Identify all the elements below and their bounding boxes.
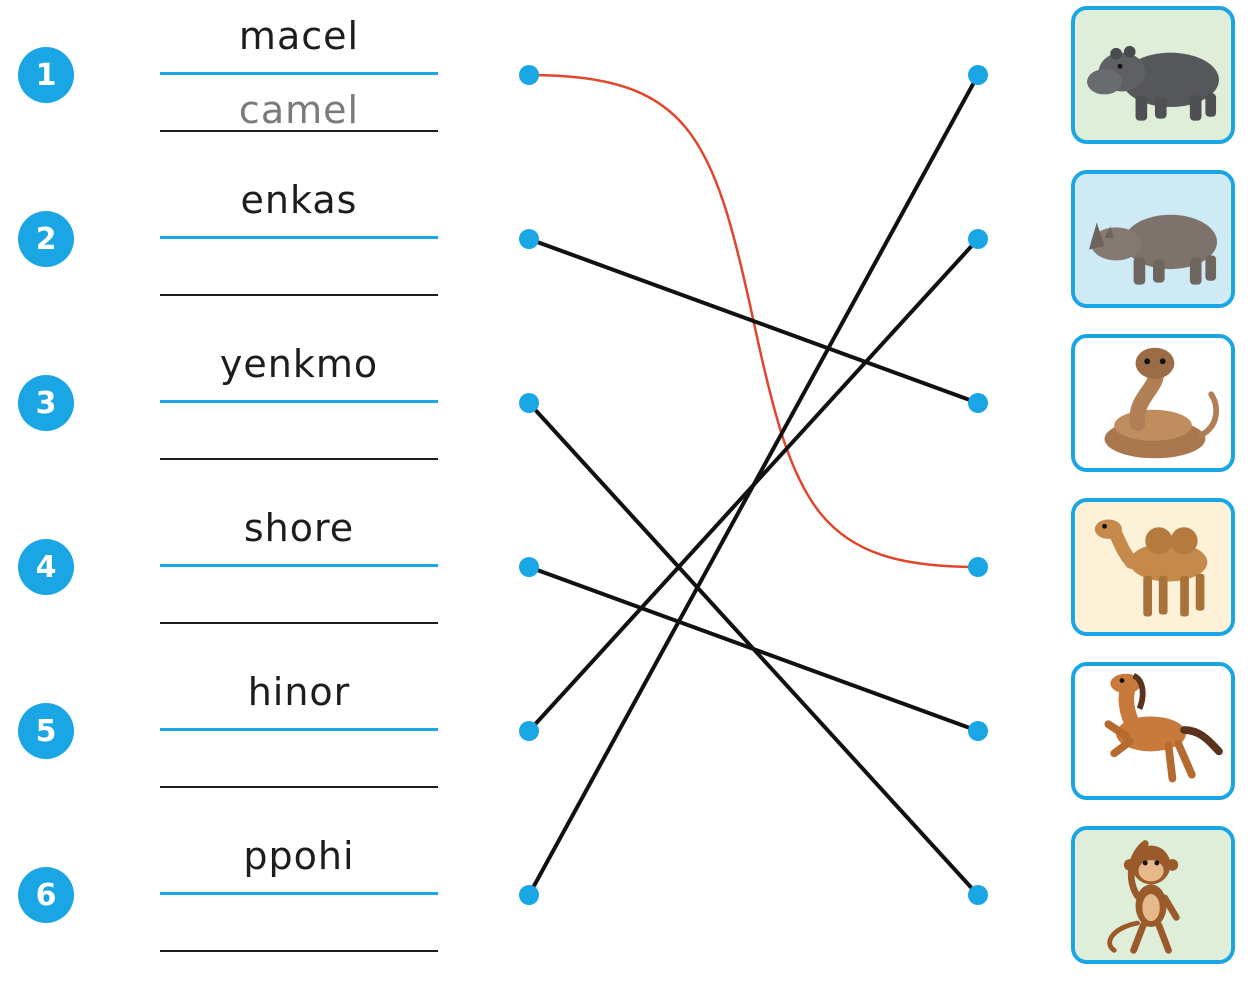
right-dot-2[interactable] [968,229,988,249]
answer-line-4 [160,622,438,624]
word-row-5: 5 hinor [0,656,480,820]
answer-line-3 [160,458,438,460]
word-underline-6 [160,892,438,895]
word-underline-5 [160,728,438,731]
match-line-4 [527,565,980,733]
word-row-4: 4 shore [0,492,480,656]
number-badge-6: 6 [18,867,74,923]
match-line-2 [527,237,980,405]
answer-field-1[interactable]: camel [238,88,360,132]
left-dot-3[interactable] [519,393,539,413]
word-underline-1 [160,72,438,75]
right-dot-5[interactable] [968,721,988,741]
right-dot-3[interactable] [968,393,988,413]
match-line-6 [527,73,980,897]
answer-line-5 [160,786,438,788]
picture-card-3[interactable] [1071,334,1235,472]
picture-card-5[interactable] [1071,662,1235,800]
right-dot-4[interactable] [968,557,988,577]
picture-card-1[interactable] [1071,6,1235,144]
right-dot-6[interactable] [968,885,988,905]
picture-card-4[interactable] [1071,498,1235,636]
number-badge-5: 5 [18,703,74,759]
left-dot-1[interactable] [519,65,539,85]
word-underline-3 [160,400,438,403]
answer-line-2 [160,294,438,296]
scrambled-word-2: enkas [240,178,358,222]
word-row-6: 6 ppohi [0,820,480,984]
word-row-2: 2 enkas [0,164,480,328]
left-dot-2[interactable] [519,229,539,249]
answer-line-6 [160,950,438,952]
word-row-1: 1 macel camel [0,0,480,164]
number-badge-1: 1 [18,47,74,103]
left-dot-5[interactable] [519,721,539,741]
scrambled-word-1: macel [238,14,360,58]
word-row-3: 3 yenkmo [0,328,480,492]
scrambled-word-6: ppohi [243,834,355,878]
scrambled-word-3: yenkmo [219,342,379,386]
snake-icon [1075,338,1231,468]
left-dot-6[interactable] [519,885,539,905]
number-badge-3: 3 [18,375,74,431]
picture-card-6[interactable] [1071,826,1235,964]
hippo-icon [1075,10,1231,140]
scrambled-word-5: hinor [247,670,351,714]
picture-card-2[interactable] [1071,170,1235,308]
rhino-icon [1075,174,1231,304]
word-underline-4 [160,564,438,567]
number-badge-4: 4 [18,539,74,595]
right-dot-1[interactable] [968,65,988,85]
word-underline-2 [160,236,438,239]
number-badge-2: 2 [18,211,74,267]
horse-icon [1075,666,1231,796]
answer-line-1 [160,130,438,132]
camel-icon [1075,502,1231,632]
scrambled-word-4: shore [243,506,355,550]
left-dot-4[interactable] [519,557,539,577]
monkey-icon [1075,830,1231,960]
